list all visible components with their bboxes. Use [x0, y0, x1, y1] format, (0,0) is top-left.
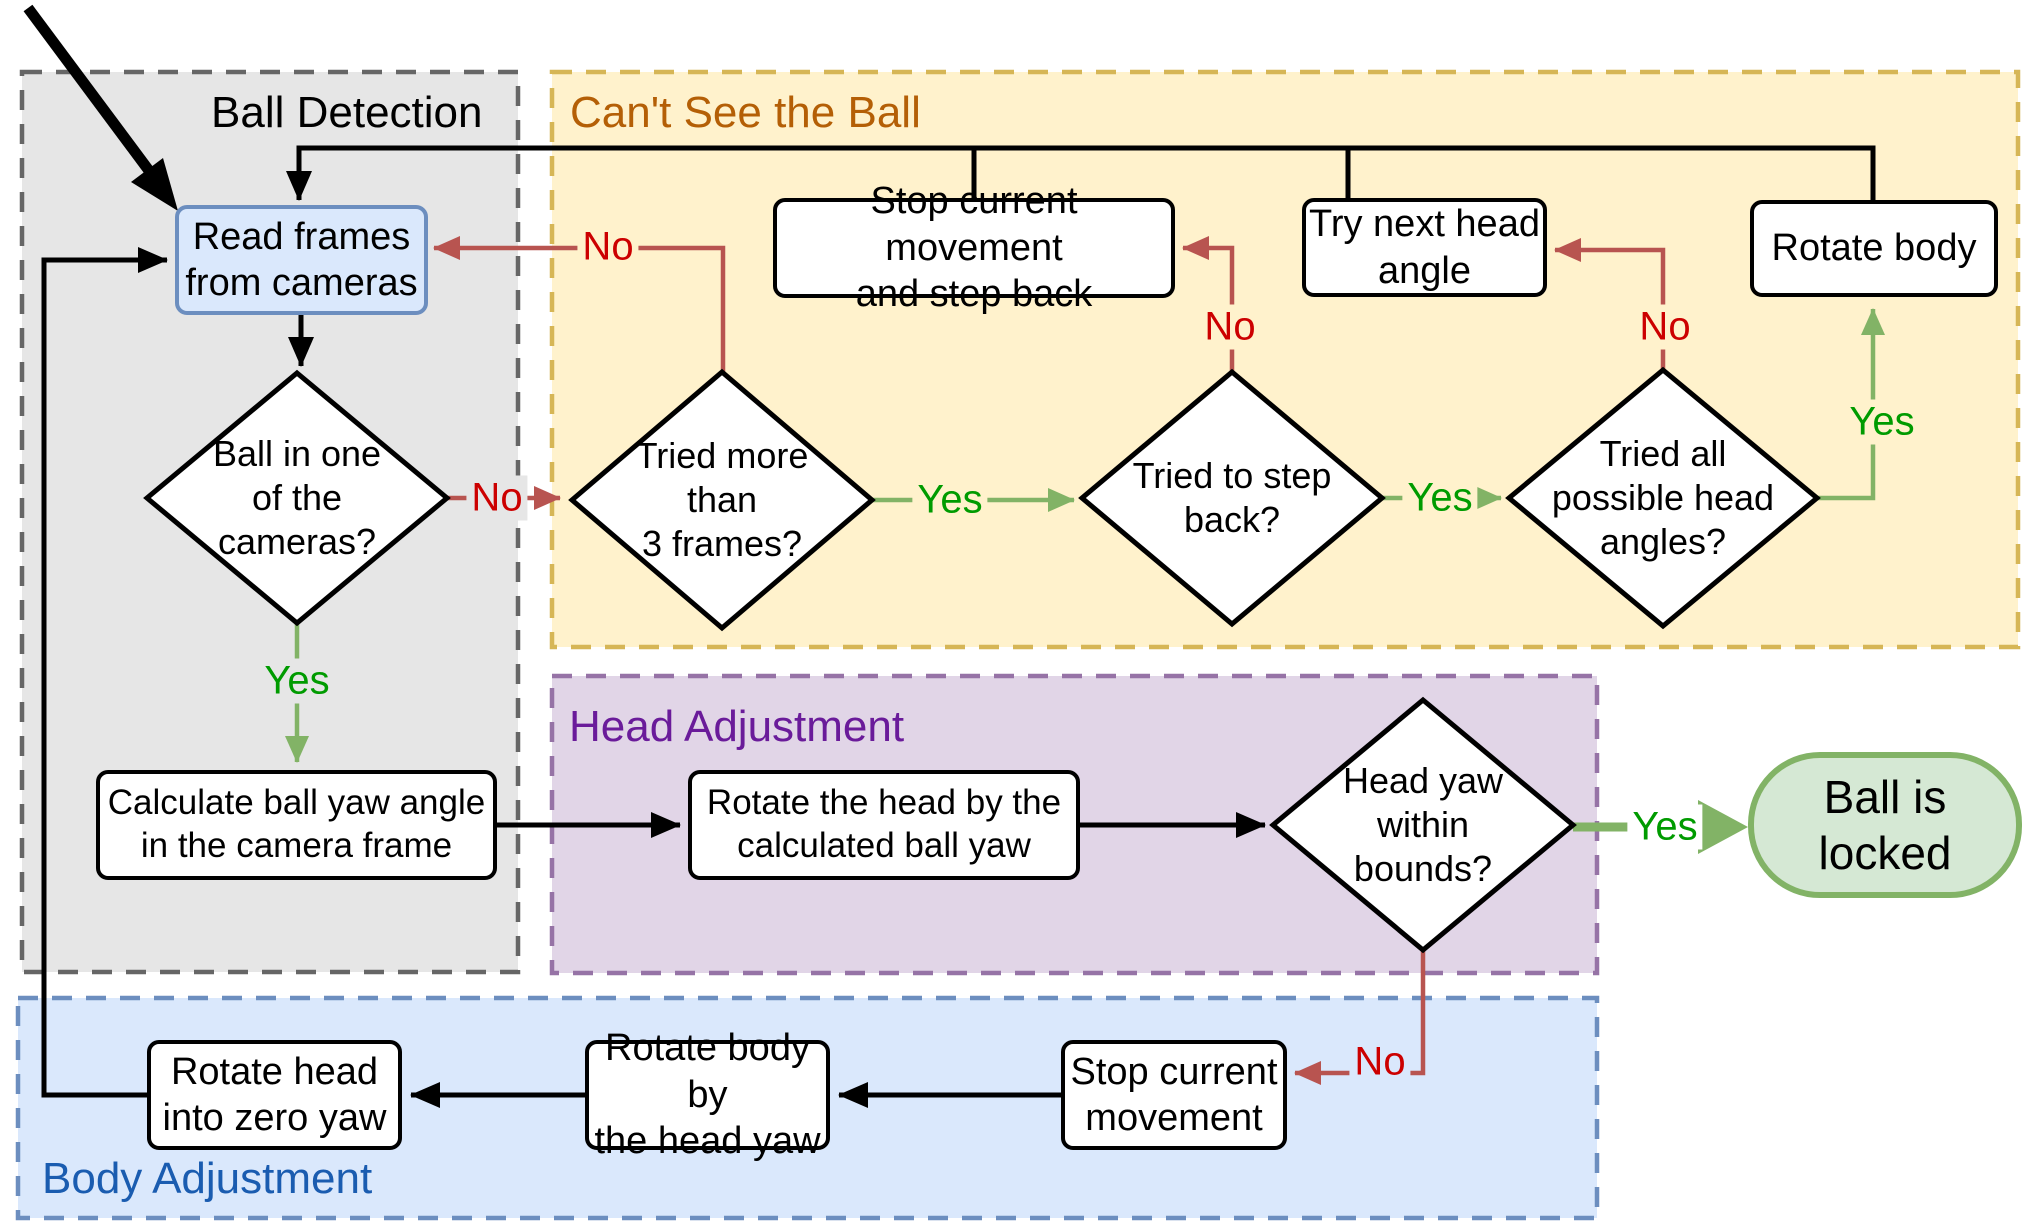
decision-tried-all-head-shape — [1505, 366, 1821, 630]
node-rotate-body: Rotate body — [1750, 200, 1998, 297]
edge-label-ball-in-cameras-yes: Yes — [259, 658, 335, 704]
node-stop-current: Stop current movement — [1061, 1040, 1287, 1150]
region-label-body-adjustment: Body Adjustment — [42, 1154, 373, 1203]
edge-label-tried-3-frames-yes: Yes — [912, 477, 988, 523]
entry-arrow — [23, 4, 178, 211]
edge-label-head-yaw-no: No — [1349, 1039, 1411, 1085]
node-read-frames: Read frames from cameras — [175, 205, 428, 315]
decision-tried-3-frames-text: Tried more than 3 frames? — [635, 435, 809, 564]
region-label-head-adjustment: Head Adjustment — [569, 702, 905, 751]
node-try-next-head: Try next head angle — [1302, 198, 1547, 297]
node-rotate-body-by: Rotate body by the head yaw — [585, 1027, 830, 1162]
edge-label-tried-step-back-yes: Yes — [1402, 475, 1478, 521]
black-connectors — [41, 145, 1876, 1108]
node-ball-is-locked: Ball is locked — [1748, 752, 2022, 898]
node-stop-step-back: Stop current movement and step back — [773, 180, 1175, 315]
decision-ball-in-cameras-shape — [143, 369, 451, 627]
decision-head-yaw-bounds-text: Head yaw within bounds? — [1342, 760, 1504, 889]
decision-shapes — [143, 366, 1821, 954]
decision-head-yaw-bounds-shape — [1269, 696, 1577, 954]
decision-tried-step-back-text: Tried to step back? — [1132, 455, 1332, 540]
node-rotate-head-zero: Rotate head into zero yaw — [147, 1040, 402, 1150]
yes-big-arrowhead — [1698, 800, 1748, 854]
decision-tried-all-head-text: Tried all possible head angles? — [1551, 433, 1775, 562]
decision-tried-3-frames-shape — [568, 368, 876, 632]
edge-label-tried-step-back-no: No — [1199, 304, 1261, 350]
region-label-cant-see-ball: Can't See the Ball — [570, 88, 921, 137]
node-calc-ball-yaw: Calculate ball yaw angle in the camera f… — [96, 770, 497, 880]
edge-label-ball-in-cameras-no: No — [466, 475, 528, 521]
decision-ball-in-cameras-text: Ball in one of the cameras? — [212, 433, 382, 562]
decision-tried-step-back-shape — [1078, 368, 1386, 628]
edge-label-tried-all-head-yes: Yes — [1844, 399, 1920, 445]
node-rotate-head-by: Rotate the head by the calculated ball y… — [688, 770, 1080, 880]
region-label-ball-detection: Ball Detection — [211, 88, 483, 137]
edge-label-tried-3-frames-no: No — [577, 224, 639, 270]
edge-label-tried-all-head-no: No — [1634, 304, 1696, 350]
edge-label-head-yaw-yes: Yes — [1627, 804, 1703, 850]
